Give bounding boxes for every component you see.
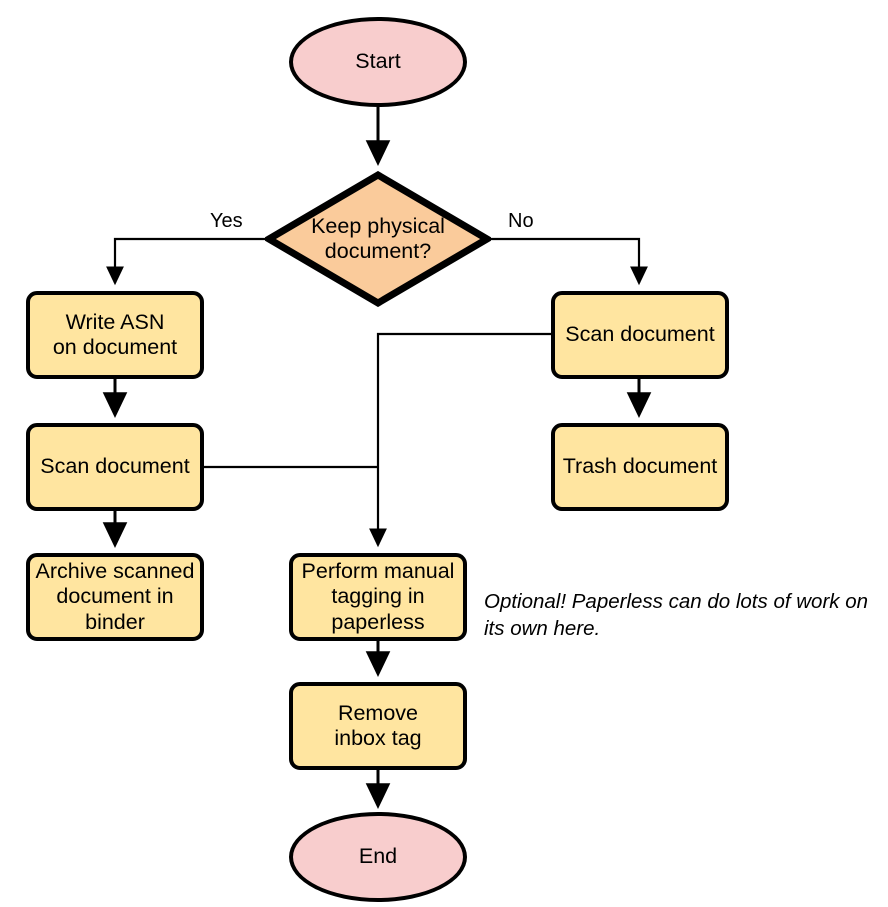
node-archive-scanned-document-in-binder[interactable]: Archive scanned document in binder <box>26 553 204 641</box>
edge-decision-to-write-asn <box>105 237 265 286</box>
node-trash-document-label: Trash document <box>562 454 718 479</box>
edge-decision-to-scan-right <box>491 237 649 286</box>
edge-scan-right-to-manual-tagging <box>368 332 551 548</box>
node-scan-document-left[interactable]: Scan document <box>26 423 204 511</box>
node-scan-document-right[interactable]: Scan document <box>551 291 729 379</box>
edge-label-no: No <box>508 210 534 232</box>
node-write-asn-label: Write ASN on document <box>52 309 178 359</box>
node-remove-inbox-tag[interactable]: Remove inbox tag <box>289 682 467 770</box>
node-scan-document-left-label: Scan document <box>40 454 190 479</box>
annotation-optional-note: Optional! Paperless can do lots of work … <box>484 590 869 640</box>
edge-label-yes: Yes <box>210 210 243 232</box>
node-end-label: End <box>358 844 398 869</box>
node-scan-document-right-label: Scan document <box>565 322 715 347</box>
node-remove-inbox-tag-label: Remove inbox tag <box>334 700 422 750</box>
node-manual-tagging-label: Perform manual tagging in paperless <box>301 558 455 634</box>
node-end[interactable]: End <box>289 812 467 902</box>
node-start[interactable]: Start <box>289 17 467 107</box>
node-keep-physical-document-label: Keep physical document? <box>311 213 445 263</box>
node-write-asn-on-document[interactable]: Write ASN on document <box>26 291 204 379</box>
node-start-label: Start <box>355 49 401 74</box>
node-archive-binder-label: Archive scanned document in binder <box>35 558 195 634</box>
node-perform-manual-tagging-in-paperless[interactable]: Perform manual tagging in paperless <box>289 553 467 641</box>
node-keep-physical-document-decision[interactable]: Keep physical document? <box>265 171 491 307</box>
diamond-shape-icon <box>265 171 491 307</box>
node-trash-document[interactable]: Trash document <box>551 423 729 511</box>
